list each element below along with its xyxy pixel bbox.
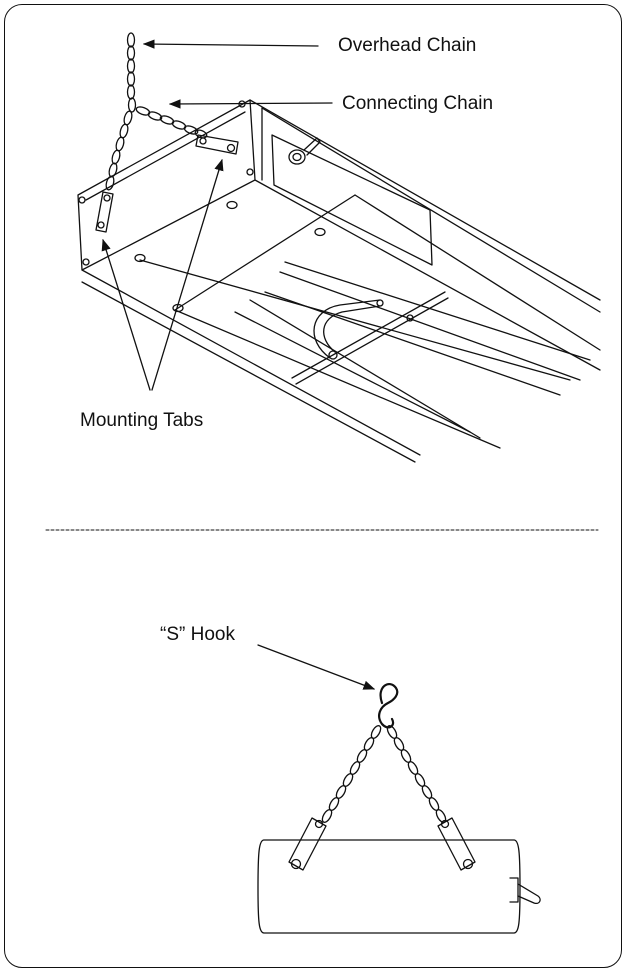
s-hook-arrow (257, 644, 376, 690)
chain-left-s-hook (321, 725, 382, 823)
label-connecting-chain: Connecting Chain (342, 93, 494, 114)
overhead-chain-arrow (142, 39, 319, 49)
mounting-tab-left (95, 191, 114, 233)
s-hook (378, 683, 399, 729)
chain-right-s-hook (386, 725, 447, 823)
heater-housing-top-view (77, 99, 601, 463)
mounting-tab-arrow-right (151, 158, 224, 391)
label-overhead-chain: Overhead Chain (338, 35, 477, 56)
label-s-hook: “S” Hook (160, 624, 235, 645)
label-mounting-tabs: Mounting Tabs (80, 410, 204, 431)
connecting-chain-arrow (168, 99, 333, 109)
connecting-chain (135, 106, 208, 139)
mounting-tab-arrow-left (101, 238, 151, 391)
mounting-tab-bottom-left (288, 817, 327, 871)
overhead-chain (105, 32, 137, 191)
mounting-tab-bottom-right (437, 817, 476, 871)
heater-housing-end-view (257, 839, 541, 934)
figure-frame (4, 4, 622, 968)
